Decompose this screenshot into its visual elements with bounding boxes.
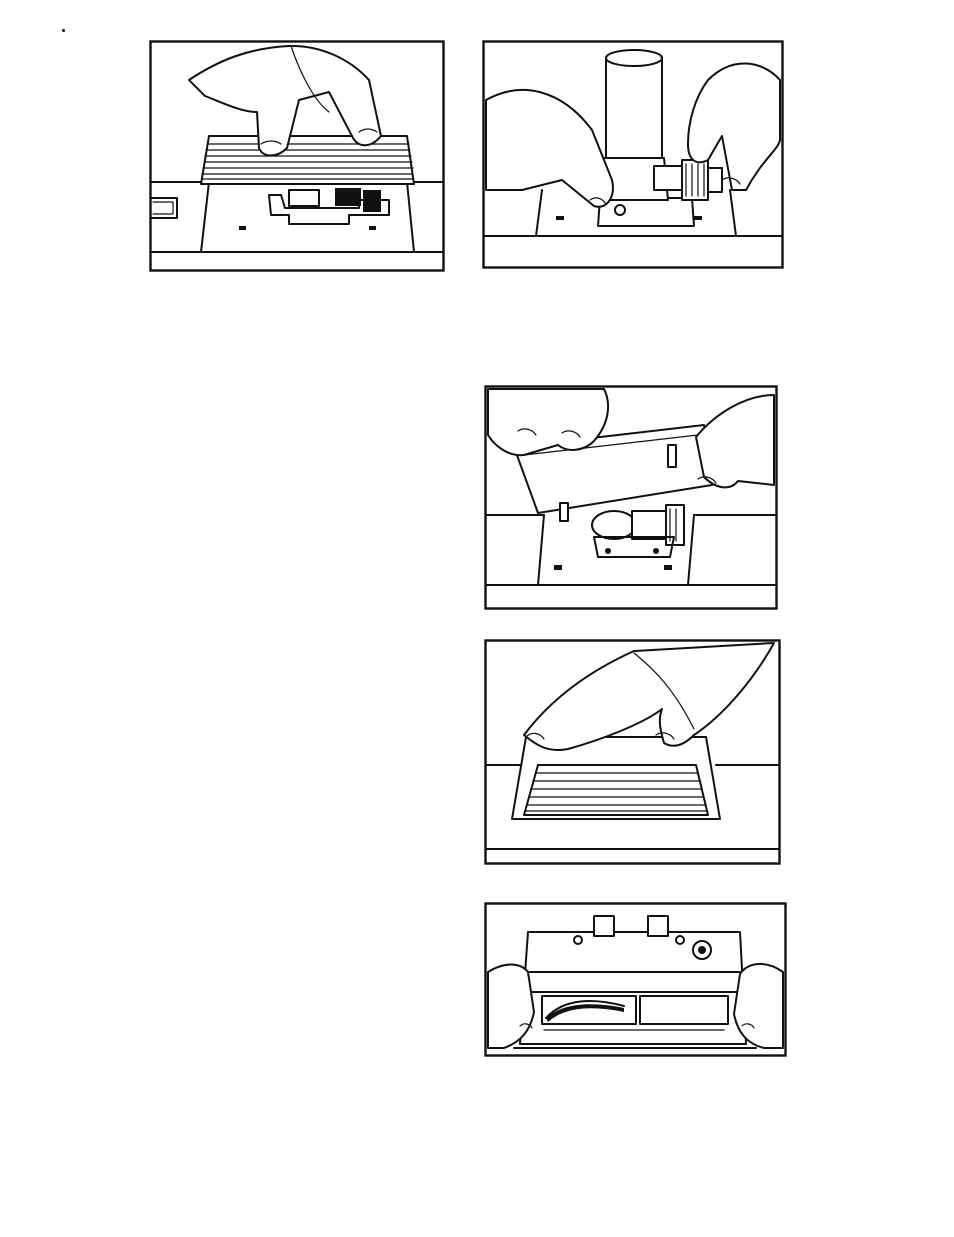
cylinder-installation-illustration (482, 40, 784, 269)
lid-opening-illustration (484, 385, 778, 610)
bullet-dot (62, 29, 65, 32)
unit-removal-illustration (484, 902, 787, 1057)
cover-replacement-illustration (484, 639, 781, 865)
cover-removal-illustration (149, 40, 445, 272)
